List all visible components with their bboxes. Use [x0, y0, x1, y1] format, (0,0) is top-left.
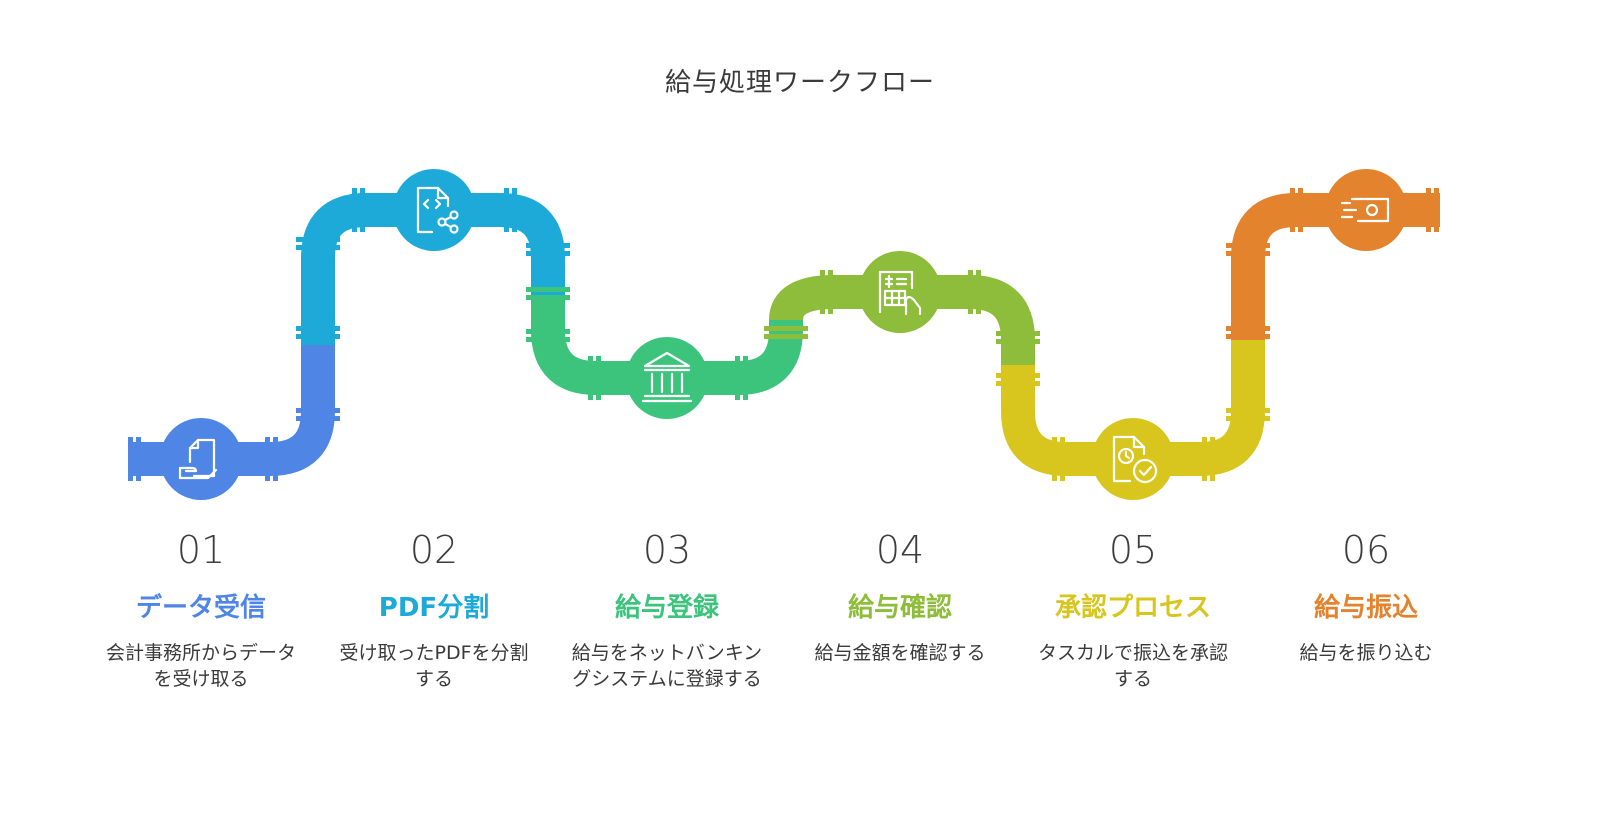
money-transfer-icon — [1340, 197, 1390, 223]
step-title: PDF分割 — [378, 593, 490, 623]
step-03: 03 給与登録 給与をネットバンキングシステムに登録する — [562, 528, 772, 692]
bank-icon — [641, 351, 693, 403]
step-title: 給与振込 — [1313, 593, 1418, 623]
node-05 — [1092, 418, 1174, 500]
pipe-couplings — [128, 188, 1439, 481]
step-number: 01 — [176, 528, 226, 572]
step-description: 会計事務所からデータを受け取る — [105, 642, 296, 690]
step-title: 給与登録 — [614, 593, 719, 623]
receipt-hand-icon — [878, 270, 922, 316]
step-05: 05 承認プロセス タスカルで振込を承認する — [1028, 528, 1238, 692]
step-number: 05 — [1108, 528, 1158, 572]
node-02 — [393, 169, 475, 251]
diagram-title: 給与処理ワークフロー — [664, 68, 935, 98]
file-code-share-icon — [416, 186, 459, 234]
step-description: 受け取ったPDFを分割する — [339, 642, 529, 690]
step-description: 給与金額を確認する — [814, 642, 986, 664]
step-title: 承認プロセス — [1054, 593, 1211, 623]
step-04: 04 給与確認 給与金額を確認する — [795, 528, 1005, 666]
step-number: 06 — [1341, 528, 1391, 572]
document-hand-icon — [178, 438, 218, 480]
node-01 — [160, 418, 242, 500]
step-number: 02 — [409, 528, 459, 572]
node-04 — [859, 251, 941, 333]
step-number: 04 — [875, 528, 925, 572]
step-description: 給与をネットバンキングシステムに登録する — [571, 642, 763, 690]
step-description: 給与を振り込む — [1299, 642, 1433, 664]
step-description: タスカルで振込を承認する — [1037, 642, 1228, 690]
node-03 — [626, 337, 708, 419]
step-title: 給与確認 — [847, 593, 952, 623]
node-06 — [1325, 169, 1407, 251]
step-02: 02 PDF分割 受け取ったPDFを分割する — [329, 528, 539, 692]
step-06: 06 給与振込 給与を振り込む — [1261, 528, 1471, 666]
step-title: データ受信 — [135, 593, 266, 623]
step-01: 01 データ受信 会計事務所からデータを受け取る — [96, 528, 306, 692]
document-clock-check-icon — [1112, 435, 1158, 484]
step-number: 03 — [642, 528, 692, 572]
